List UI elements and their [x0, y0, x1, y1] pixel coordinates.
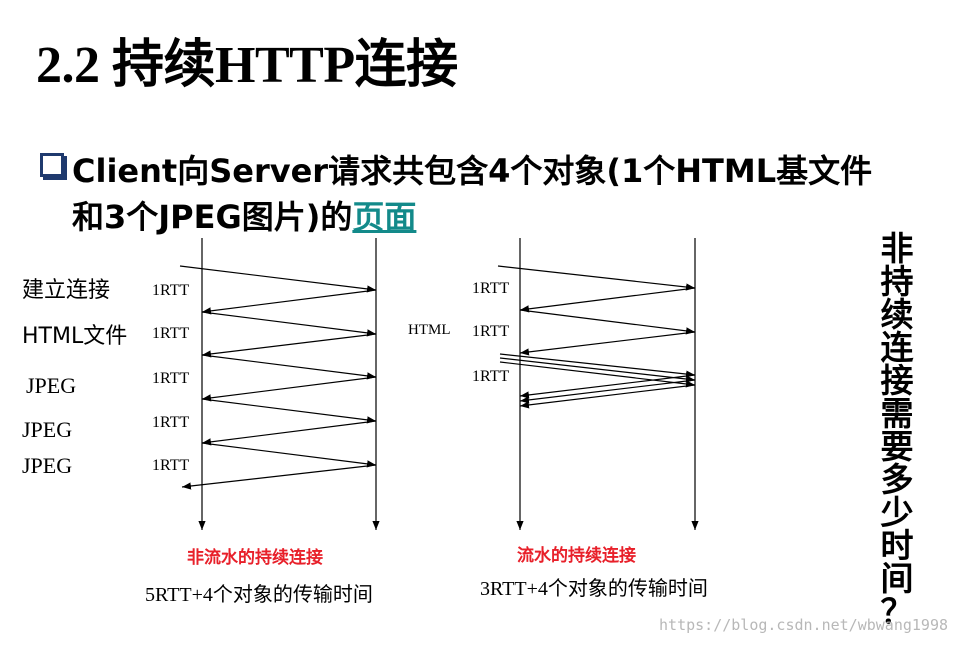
left-caption: 非流水的持续连接	[187, 548, 323, 568]
right-pipelined-response	[519, 384, 696, 409]
bullet-text-line1: Client向Server请求共包含4个对象(1个HTML基文件	[72, 152, 873, 190]
vertical-char: 连	[880, 328, 914, 367]
vertical-char: ？	[880, 592, 914, 631]
vertical-char: 要	[880, 427, 914, 466]
bullet-square-icon	[40, 153, 64, 177]
page-title: 2.2 持续HTTP连接	[36, 37, 458, 94]
label-jpeg-3: JPEG	[22, 453, 73, 478]
bullet-text-line2: 和3个JPEG图片)的页面	[72, 192, 416, 238]
right-msg	[519, 331, 696, 356]
right-rtt-label: 1RTT	[472, 368, 510, 385]
left-msg	[201, 289, 377, 315]
vertical-char: 少	[880, 493, 914, 532]
right-rtt-label: 1RTT	[472, 280, 510, 297]
right-pipelined-request	[499, 361, 696, 388]
right-time-caption: 3RTT+4个对象的传输时间	[480, 578, 708, 600]
right-pipelined-response	[519, 374, 696, 399]
left-msg	[201, 376, 377, 402]
right-html-label: HTML	[408, 322, 451, 338]
left-rtt-label: 1RTT	[152, 282, 190, 299]
left-msg	[201, 333, 377, 358]
vertical-question: 非 持 续 连 接 需 要 多 少 时 间 ？	[877, 232, 917, 628]
vertical-char: 接	[880, 361, 914, 400]
left-msg	[181, 464, 377, 490]
right-caption: 流水的持续连接	[517, 546, 636, 566]
vertical-char: 间	[880, 559, 914, 598]
vertical-char: 续	[880, 295, 914, 334]
right-pipelined-request	[499, 357, 696, 383]
left-msg	[179, 265, 377, 293]
label-jpeg-1: JPEG	[26, 373, 77, 398]
vertical-char: 多	[880, 460, 914, 499]
label-establish-connection: 建立连接	[22, 278, 111, 303]
vertical-char: 时	[880, 526, 914, 565]
right-rtt-label: 1RTT	[472, 323, 510, 340]
vertical-char: 非	[880, 229, 914, 268]
left-rtt-label: 1RTT	[152, 457, 190, 474]
left-msg	[201, 311, 377, 337]
label-jpeg-2: JPEG	[22, 417, 73, 442]
left-msg	[201, 398, 377, 424]
left-msg	[201, 442, 377, 468]
bullet-text-prefix: 和3个JPEG图片)的	[72, 198, 353, 236]
right-msg	[519, 287, 696, 313]
right-msg	[519, 309, 696, 335]
vertical-char: 需	[880, 394, 914, 433]
left-msg	[201, 420, 377, 446]
watermark: https://blog.csdn.net/wbwang1998	[659, 616, 948, 634]
right-pipelined-response	[519, 379, 696, 404]
vertical-char: 持	[880, 262, 914, 301]
right-msg	[497, 265, 696, 291]
left-time-caption: 5RTT+4个对象的传输时间	[145, 584, 373, 606]
left-rtt-label: 1RTT	[152, 370, 190, 387]
right-pipelined-request	[499, 353, 696, 378]
label-html-file: HTML文件	[22, 324, 128, 349]
page-link[interactable]: 页面	[352, 198, 417, 236]
left-rtt-label: 1RTT	[152, 325, 190, 342]
left-rtt-label: 1RTT	[152, 414, 190, 431]
left-msg	[201, 354, 377, 380]
